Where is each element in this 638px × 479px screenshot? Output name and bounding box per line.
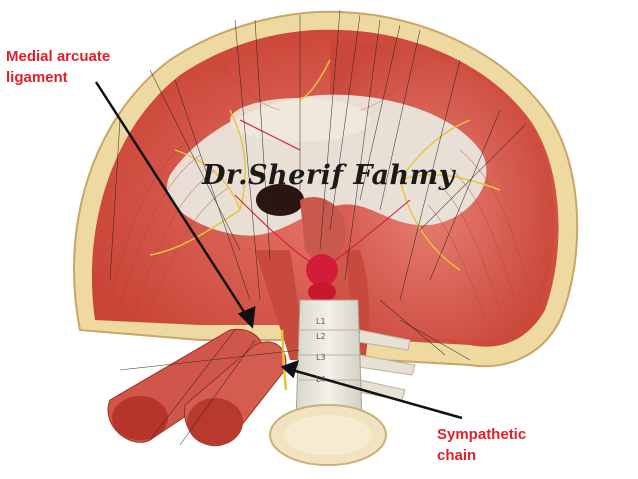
inferior-phrenic-arteries — [234, 119, 411, 271]
lumbar-spine — [269, 299, 387, 466]
vertebra-label-l2: L2 — [316, 332, 326, 341]
transverse-processes — [357, 329, 416, 401]
sympathetic-chain-label: Sympathetic chain — [437, 426, 527, 464]
vertebra-label-l4: L4 — [316, 375, 326, 384]
vertebra-label-l1: L1 — [316, 317, 326, 326]
vertebra-label-l3: L3 — [316, 353, 326, 362]
leader-lines — [109, 9, 526, 446]
diaphragm-dome — [73, 10, 579, 368]
annotation-arrows — [94, 81, 463, 420]
sympathetic-chain — [280, 329, 288, 391]
phrenic-nerves — [149, 59, 501, 271]
medial-arcuate-ligament-label: Medial arcuate ligament — [6, 48, 111, 86]
watermark-text: Dr.Sherif Fahmy — [202, 160, 455, 191]
psoas-muscles — [107, 328, 287, 447]
